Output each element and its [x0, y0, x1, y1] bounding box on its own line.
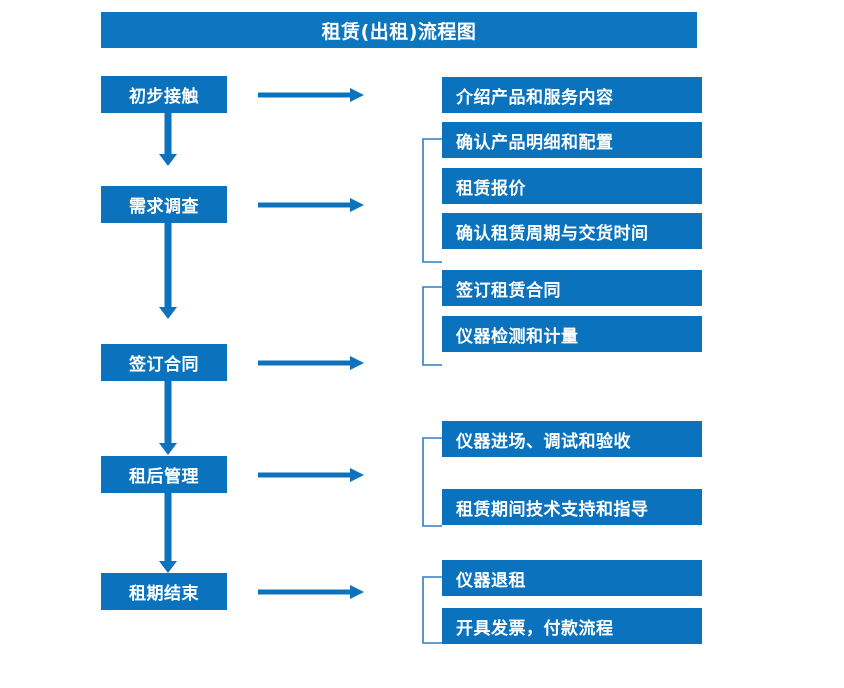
stage-box-1[interactable]: 初步接触 — [101, 76, 227, 113]
right-arrow-icon-4 — [258, 467, 364, 483]
bracket-icon-5 — [421, 576, 443, 644]
diagram-title: 租赁(出租)流程图 — [101, 12, 697, 48]
detail-box-3-2[interactable]: 仪器检测和计量 — [442, 316, 702, 352]
stage-box-5[interactable]: 租期结束 — [101, 573, 227, 610]
detail-box-4-1[interactable]: 仪器进场、调试和验收 — [442, 421, 702, 457]
down-arrow-icon-3 — [158, 381, 178, 455]
right-arrow-icon-1 — [258, 87, 364, 103]
detail-box-1-1[interactable]: 介绍产品和服务内容 — [442, 77, 702, 113]
stage-box-3[interactable]: 签订合同 — [101, 344, 227, 381]
right-arrow-icon-2 — [258, 197, 364, 213]
detail-box-2-2[interactable]: 租赁报价 — [442, 168, 702, 204]
bracket-icon-2 — [421, 138, 443, 263]
detail-box-2-1[interactable]: 确认产品明细和配置 — [442, 122, 702, 158]
detail-box-2-3[interactable]: 确认租赁周期与交货时间 — [442, 213, 702, 249]
right-arrow-icon-3 — [258, 355, 364, 371]
detail-box-5-1[interactable]: 仪器退租 — [442, 560, 702, 596]
down-arrow-icon-4 — [158, 493, 178, 573]
down-arrow-icon-2 — [158, 223, 178, 319]
down-arrow-icon-1 — [158, 113, 178, 166]
bracket-icon-4 — [421, 437, 443, 527]
detail-box-5-2[interactable]: 开具发票，付款流程 — [442, 608, 702, 644]
stage-box-4[interactable]: 租后管理 — [101, 456, 227, 493]
bracket-icon-3 — [421, 286, 443, 366]
stage-box-2[interactable]: 需求调查 — [101, 186, 227, 223]
right-arrow-icon-5 — [258, 584, 364, 600]
detail-box-3-1[interactable]: 签订租赁合同 — [442, 270, 702, 306]
detail-box-4-2[interactable]: 租赁期间技术支持和指导 — [442, 489, 702, 525]
